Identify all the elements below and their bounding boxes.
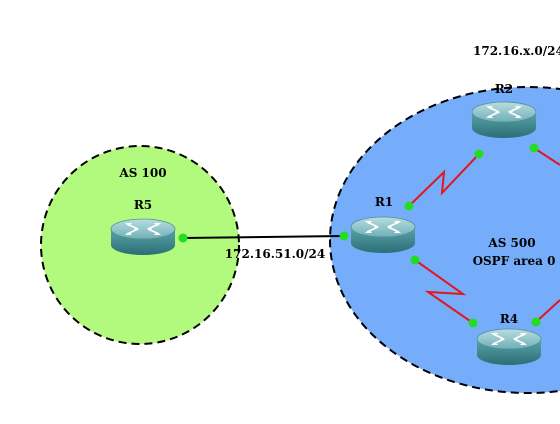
serial-link-r2-right [533,147,560,166]
router-r2[interactable] [471,101,537,139]
router-r1-label: R1 [375,195,393,209]
router-r4[interactable] [476,328,542,366]
port-r1-bottom [410,255,420,265]
as500-label: AS 500 [487,236,535,250]
port-r1-left [339,231,349,241]
port-r1-top [404,201,414,211]
serial-link-r1-r2 [408,153,480,207]
as100-label: AS 100 [118,166,166,180]
port-r5 [178,233,188,243]
port-r2-left [474,149,484,159]
serial-link-r1-r4 [414,259,474,324]
network-label-r5-r1: 172.16.51.0/24 [225,247,325,261]
ospf-area-label: OSPF area 0 [473,254,556,268]
network-label-area: 172.16.x.0/24 [473,44,560,58]
port-r2-right [529,143,539,153]
serial-link-r4-right [535,299,560,323]
port-r4-right [531,317,541,327]
router-r4-label: R4 [500,312,518,326]
router-r5-label: R5 [134,198,152,212]
link-r5-r1 [182,235,345,239]
router-r5[interactable] [110,218,176,256]
router-r2-label: R2 [495,82,513,96]
port-indicators [178,143,541,328]
router-r1[interactable] [350,216,416,254]
port-r4-left [468,318,478,328]
as500-area [329,86,560,394]
